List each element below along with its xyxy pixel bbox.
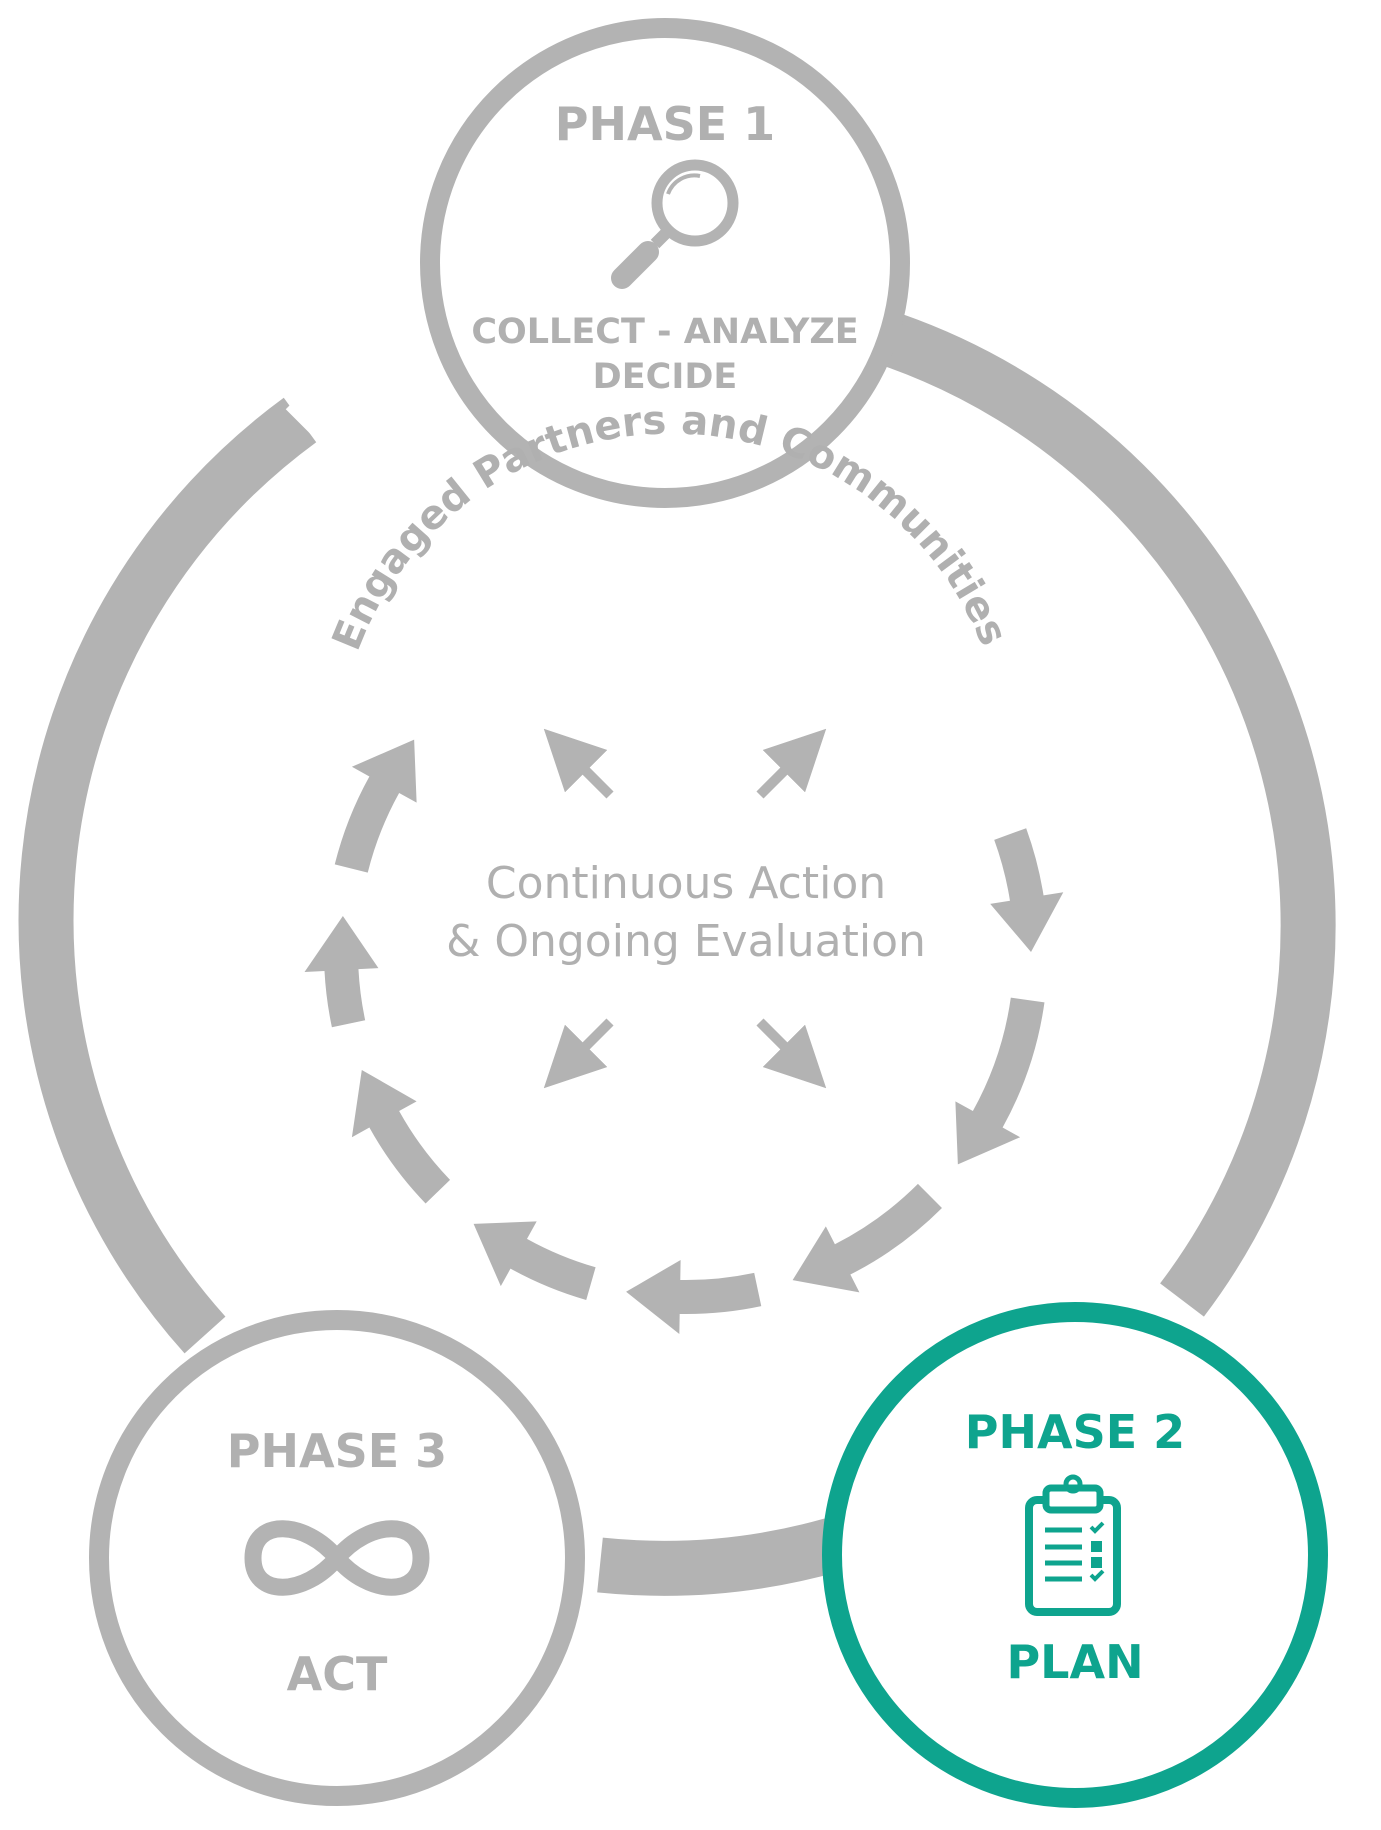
ring-dash-gaps [285, 340, 443, 465]
engaged-partners-arc-text: Engaged Partners and Communities [324, 397, 1017, 656]
ring-segment-phase3-to-phase1 [18, 397, 317, 1354]
phase2-title: PHASE 2 [965, 1405, 1185, 1459]
ring-segment-phase2-to-phase3 [597, 1518, 840, 1596]
clipboard-checklist-icon [1025, 1474, 1121, 1616]
phase1-label-line2: DECIDE [593, 357, 738, 397]
arrow-up-right [756, 728, 827, 799]
phase2-circle [822, 1302, 1328, 1808]
phase2-label: PLAN [1006, 1635, 1143, 1689]
inner-ring-arrow-7 [304, 915, 379, 1028]
phase1-label-line1: COLLECT - ANALYZE [471, 312, 858, 352]
phase1-circle [420, 18, 910, 508]
inner-ring-arrow-5 [473, 1221, 596, 1300]
phase3-title: PHASE 3 [227, 1424, 447, 1478]
inner-arrow-ring [304, 739, 1064, 1334]
center-text-line2: & Ongoing Evaluation [446, 916, 926, 967]
arrow-down-left [543, 1018, 614, 1089]
inner-ring-arrow-4 [626, 1259, 762, 1334]
arrow-up-left [543, 728, 614, 799]
center-text-line1: Continuous Action [486, 858, 886, 909]
outer-cycle-ring [18, 314, 1336, 1596]
phase1-title: PHASE 1 [555, 97, 775, 151]
arc-text-content: Engaged Partners and Communities [324, 397, 1017, 656]
infinity-icon [244, 1520, 430, 1596]
phase3-label: ACT [287, 1647, 388, 1701]
inner-ring-arrow-8 [334, 739, 417, 873]
diagonal-arrows [543, 728, 827, 1089]
magnifying-glass-icon [611, 159, 739, 289]
inner-ring-arrow-2 [955, 997, 1045, 1165]
inner-ring-arrow-1 [990, 828, 1064, 952]
inner-ring-arrow-6 [351, 1069, 451, 1204]
ring-segment-phase1-to-phase2 [883, 314, 1336, 1317]
inner-ring-arrow-3 [792, 1183, 942, 1293]
arrow-down-right [756, 1018, 827, 1089]
